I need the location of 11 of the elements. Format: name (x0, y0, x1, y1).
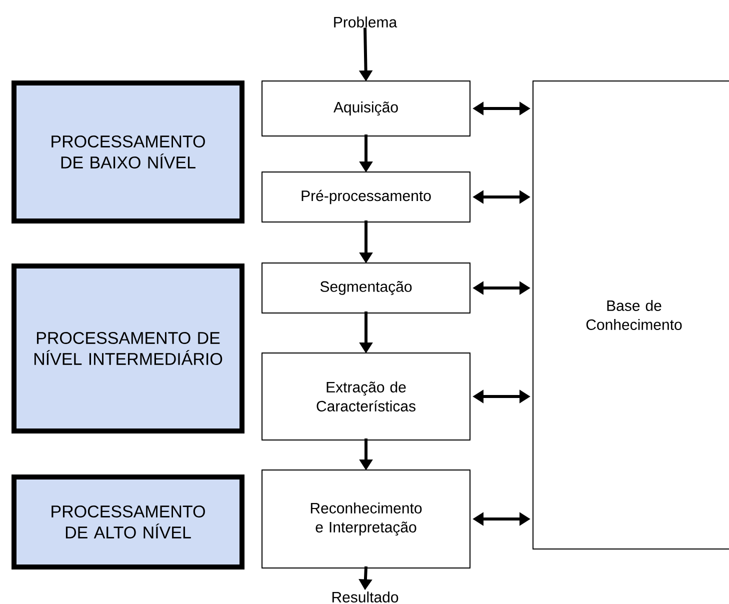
level-box: PROCESSAMENTO DE BAIXO NÍVEL (12, 80, 244, 224)
process-box: Segmentação (262, 262, 470, 314)
process-box: Aquisição (262, 80, 470, 136)
process-box: Reconhecimento e Interpretação (262, 470, 470, 568)
level-box: PROCESSAMENTO DE ALTO NÍVEL (12, 474, 244, 570)
text-label: Resultado (332, 591, 398, 602)
knowledge-base-box: Base de Conhecimento (532, 80, 729, 550)
level-box: PROCESSAMENTO DE NÍVEL INTERMEDIÁRIO (12, 264, 244, 434)
process-box: Pré-processamento (262, 172, 470, 222)
process-box: Extração de Características (262, 352, 470, 440)
text-label: Problema (334, 16, 398, 28)
